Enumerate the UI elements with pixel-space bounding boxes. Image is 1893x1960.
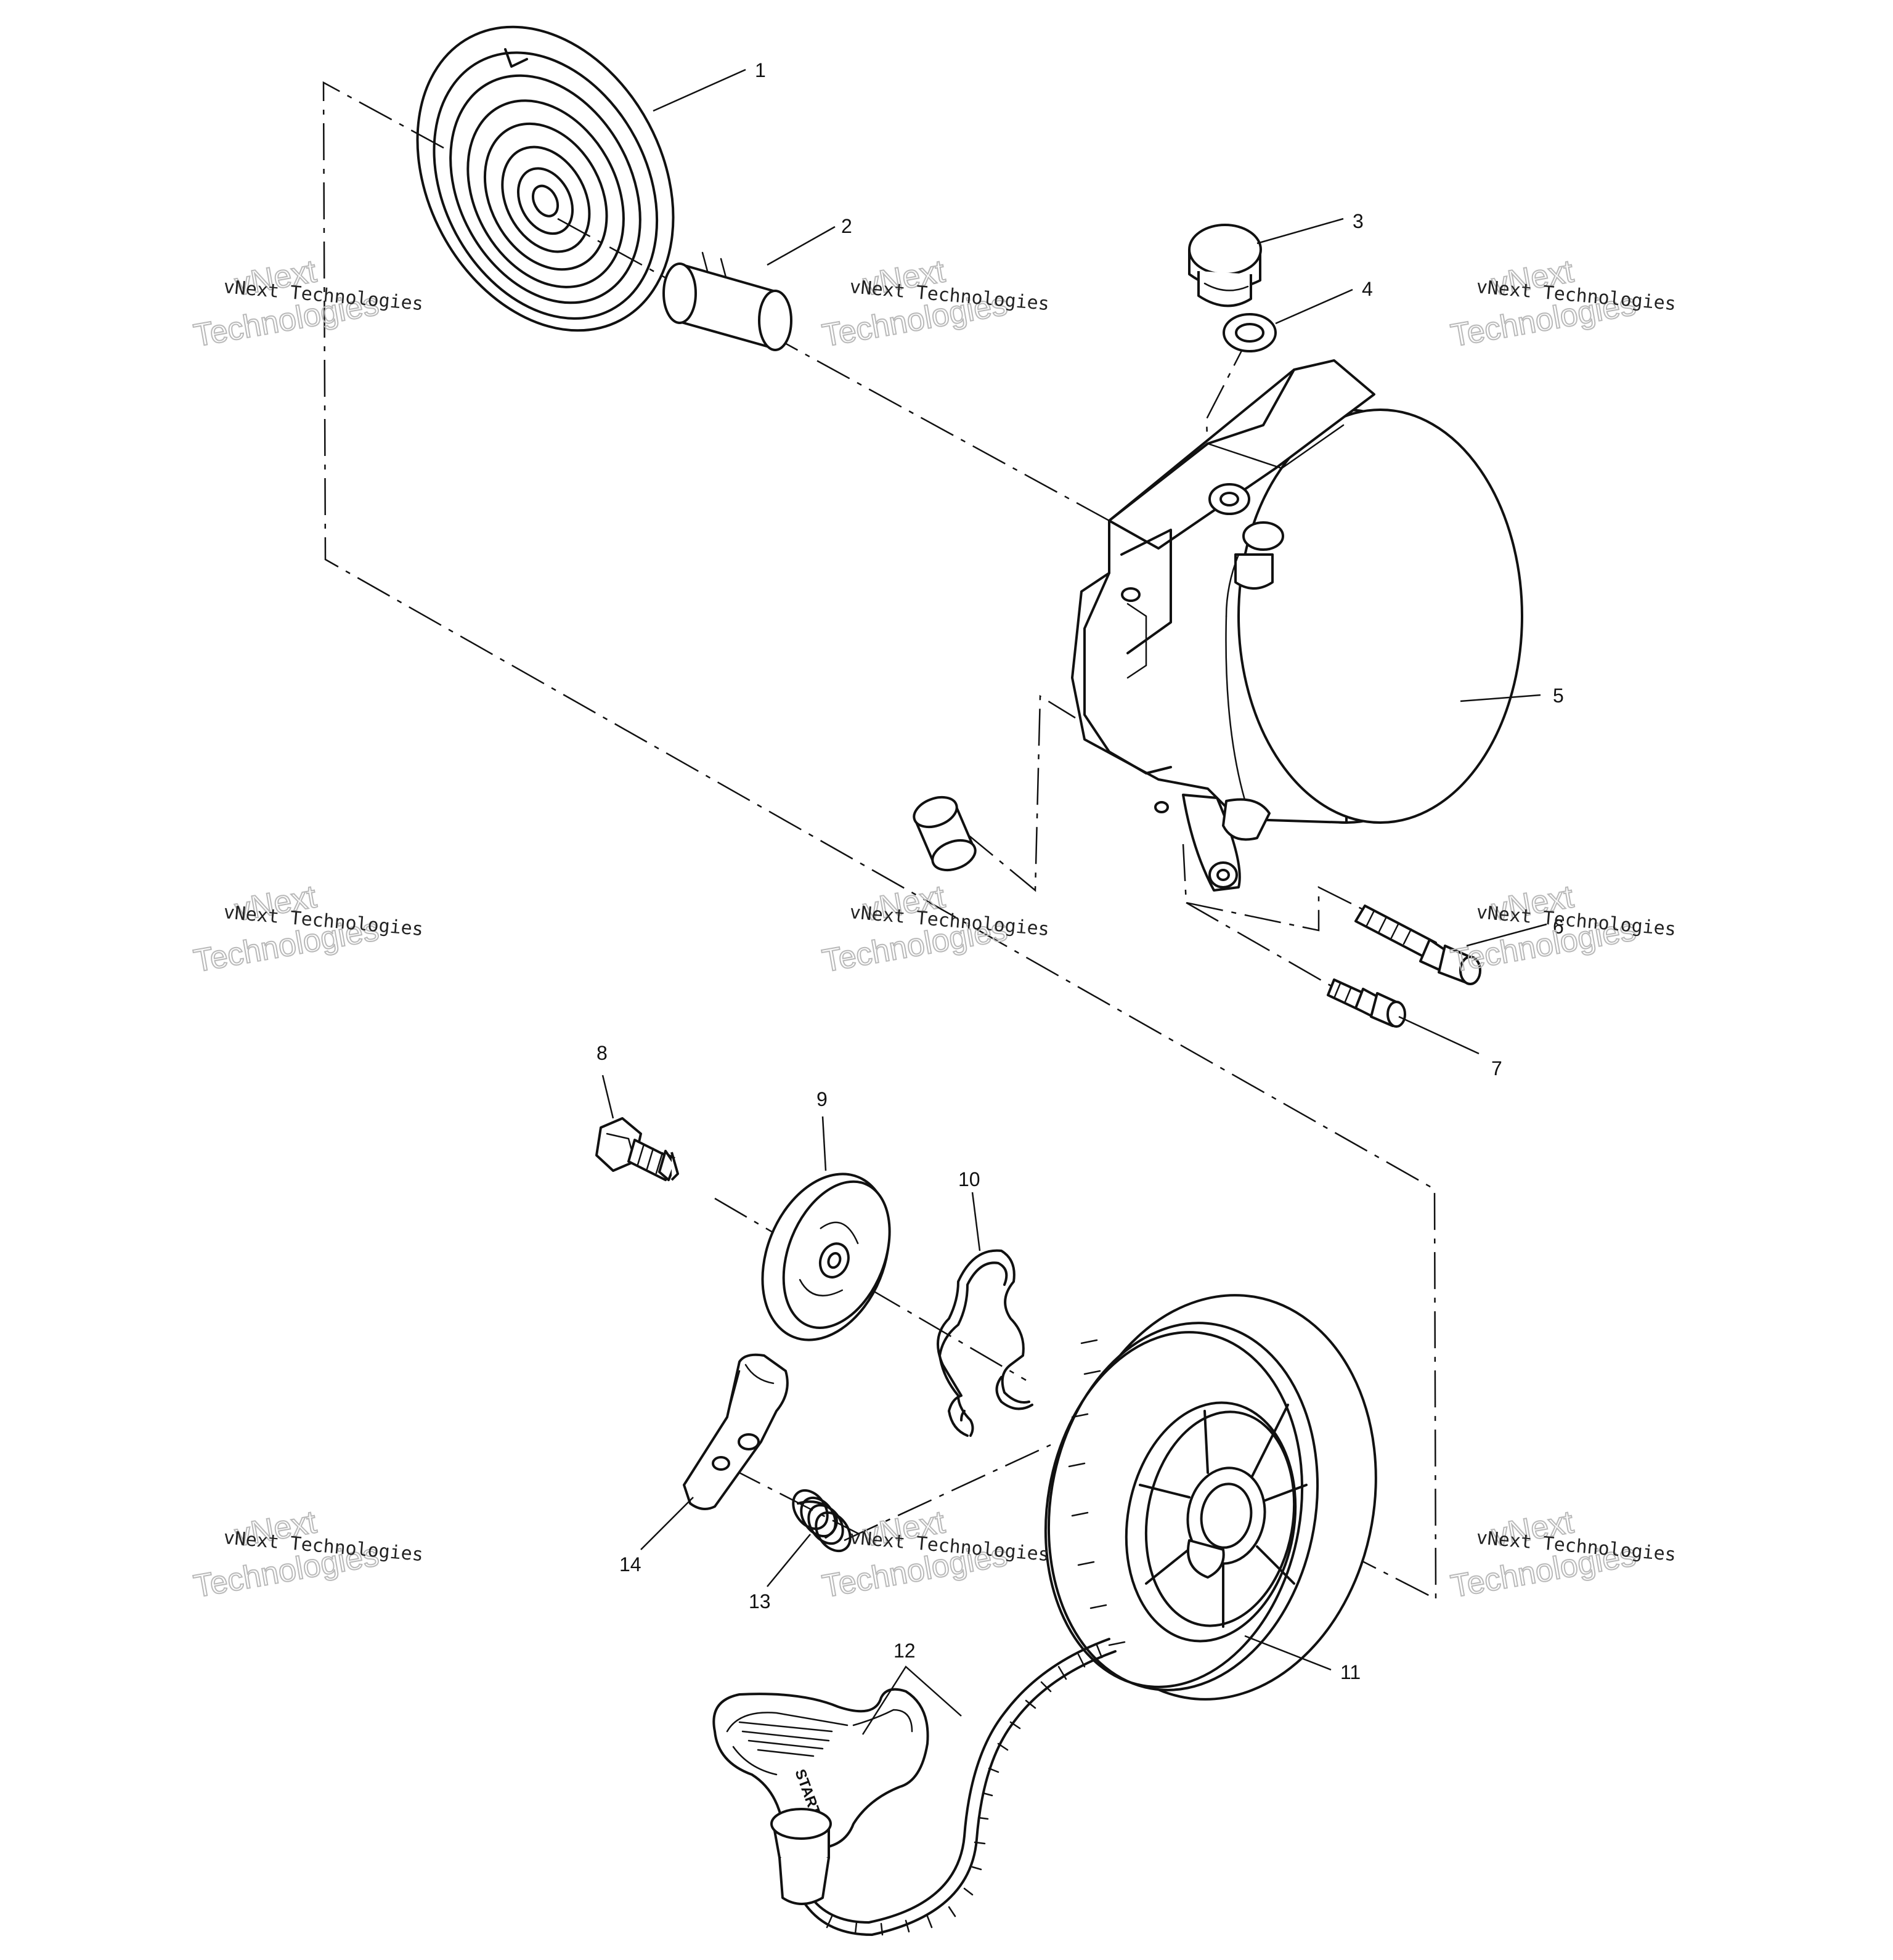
- pawl-spring: [792, 1489, 852, 1553]
- assembly-line-spring-to-pulley: [322, 81, 1437, 1601]
- long-bolt: [1354, 905, 1481, 985]
- starter-housing: [1071, 359, 1523, 892]
- callout-3: 3: [1353, 210, 1364, 232]
- callout-11: 11: [1340, 1661, 1361, 1683]
- callout-9: 9: [816, 1088, 828, 1110]
- recoil-spring: [416, 25, 675, 332]
- callout-4: 4: [1362, 278, 1373, 300]
- snap-ring: [937, 1249, 1033, 1437]
- assembly-line-collar: [964, 694, 1076, 892]
- assembly-line-spring-axis: [557, 218, 1110, 522]
- assembly-line-pulley-left: [844, 1444, 1051, 1542]
- assembly-line-bolts: [1182, 844, 1362, 932]
- pulley: [1044, 1294, 1377, 1701]
- washer-plate: [761, 1173, 891, 1341]
- callout-10: 10: [958, 1168, 980, 1190]
- callout-14: 14: [619, 1553, 641, 1576]
- callout-2: 2: [841, 215, 852, 237]
- callout-13: 13: [749, 1590, 771, 1612]
- bushing: [662, 251, 792, 351]
- pulley-bolt: [595, 1117, 679, 1181]
- pawl: [683, 1353, 789, 1510]
- short-bolt: [1327, 978, 1406, 1028]
- leader-lines: [601, 68, 1547, 1735]
- spring-hook: [504, 48, 528, 68]
- plug: [1188, 224, 1262, 307]
- collar: [913, 795, 977, 872]
- callout-numbers: 1 2 3 4 5 6 7 8 9 10 11 12 13 14: [596, 59, 1564, 1683]
- assembly-line-bolt-7: [1186, 901, 1332, 987]
- rope-and-handle: START: [712, 1638, 1117, 1936]
- callout-7: 7: [1491, 1057, 1502, 1080]
- callout-6: 6: [1553, 916, 1564, 938]
- callout-1: 1: [755, 59, 766, 81]
- callout-8: 8: [596, 1042, 608, 1064]
- callout-5: 5: [1553, 685, 1564, 707]
- washer: [1223, 313, 1277, 352]
- callout-12: 12: [894, 1640, 916, 1662]
